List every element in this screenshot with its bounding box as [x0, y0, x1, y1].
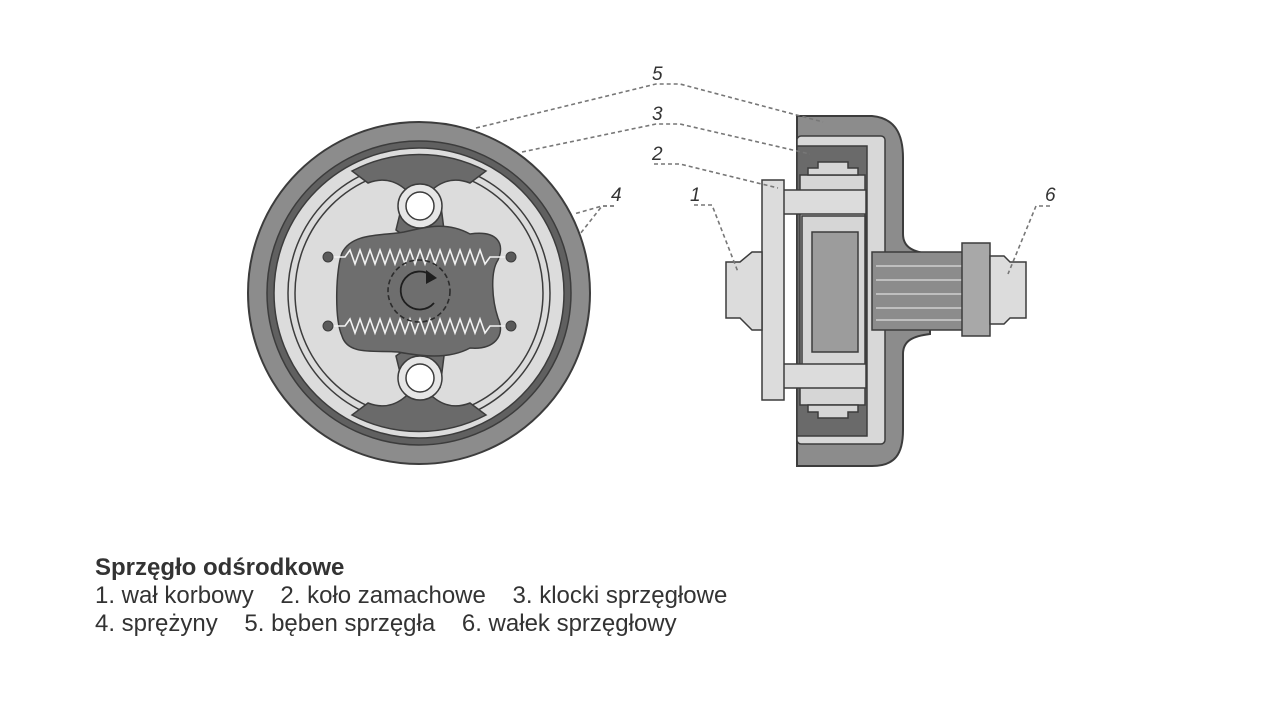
- spring-anchor: [505, 251, 517, 263]
- callout-3: 3: [652, 104, 663, 125]
- pivot-pin-top: [397, 183, 443, 229]
- flywheel-plate: [761, 179, 785, 401]
- callout-2: 2: [651, 144, 663, 165]
- pivot-pin-side-bottom: [782, 363, 867, 389]
- leader-lines: [475, 83, 1050, 275]
- leader-4a: [573, 205, 614, 215]
- spring-anchor: [505, 320, 517, 332]
- legend-item: 2. koło zamachowe: [280, 582, 486, 609]
- leader-1: [694, 204, 739, 273]
- hub-side: [811, 231, 859, 353]
- leader-5: [475, 83, 824, 129]
- legend-item: 4. sprężyny: [95, 610, 218, 637]
- caption: Sprzęgło odśrodkowe 1. wał korbowy 2. ko…: [95, 554, 747, 638]
- spring-top: [330, 247, 510, 267]
- shoe-notch-top: [807, 161, 859, 176]
- rotation-arrow-icon: [399, 270, 435, 311]
- output-shaft-collar: [961, 242, 991, 337]
- leader-3: [521, 123, 811, 155]
- callout-1: 1: [690, 185, 701, 206]
- spring-anchor: [322, 320, 334, 332]
- front-view: [247, 121, 591, 465]
- rotation-circle: [387, 259, 451, 323]
- side-view: [725, 115, 1027, 467]
- legend-item: 6. wałek sprzęgłowy: [461, 610, 677, 637]
- leader-4b: [579, 205, 614, 235]
- callout-6: 6: [1045, 185, 1056, 206]
- callout-4: 4: [611, 185, 622, 206]
- clutch-shoe-top: [350, 153, 488, 197]
- clutch-shoe-bottom: [350, 389, 488, 433]
- pivot-pin-side-top: [782, 189, 867, 215]
- leader-2: [654, 163, 779, 189]
- output-shaft-splined: [871, 251, 965, 331]
- spring-bottom: [330, 316, 510, 336]
- output-shaft-end: [989, 255, 1027, 325]
- central-hub: [336, 225, 502, 357]
- shoe-notch-bottom: [807, 404, 859, 419]
- shaft-spline-lines: [876, 265, 962, 321]
- legend-item: 5. bęben sprzęgła: [244, 610, 436, 637]
- rotation-arrowhead-icon: [426, 270, 437, 284]
- legend-row-1: 1. wał korbowy 2. koło zamachowe 3. kloc…: [95, 582, 747, 610]
- spring-anchor: [322, 251, 334, 263]
- legend-item: 3. klocki sprzęgłowe: [512, 582, 728, 609]
- crankshaft: [725, 251, 763, 331]
- legend-row-2: 4. sprężyny 5. bęben sprzęgła 6. wałek s…: [95, 610, 747, 638]
- legend-item: 1. wał korbowy: [95, 582, 254, 609]
- clutch-diagram: 5 3 2 1 4 6: [247, 64, 1056, 467]
- diagram-title: Sprzęgło odśrodkowe: [95, 554, 345, 581]
- pivot-pin-bottom: [397, 355, 443, 401]
- callout-5: 5: [652, 64, 663, 85]
- leader-6: [1007, 205, 1050, 275]
